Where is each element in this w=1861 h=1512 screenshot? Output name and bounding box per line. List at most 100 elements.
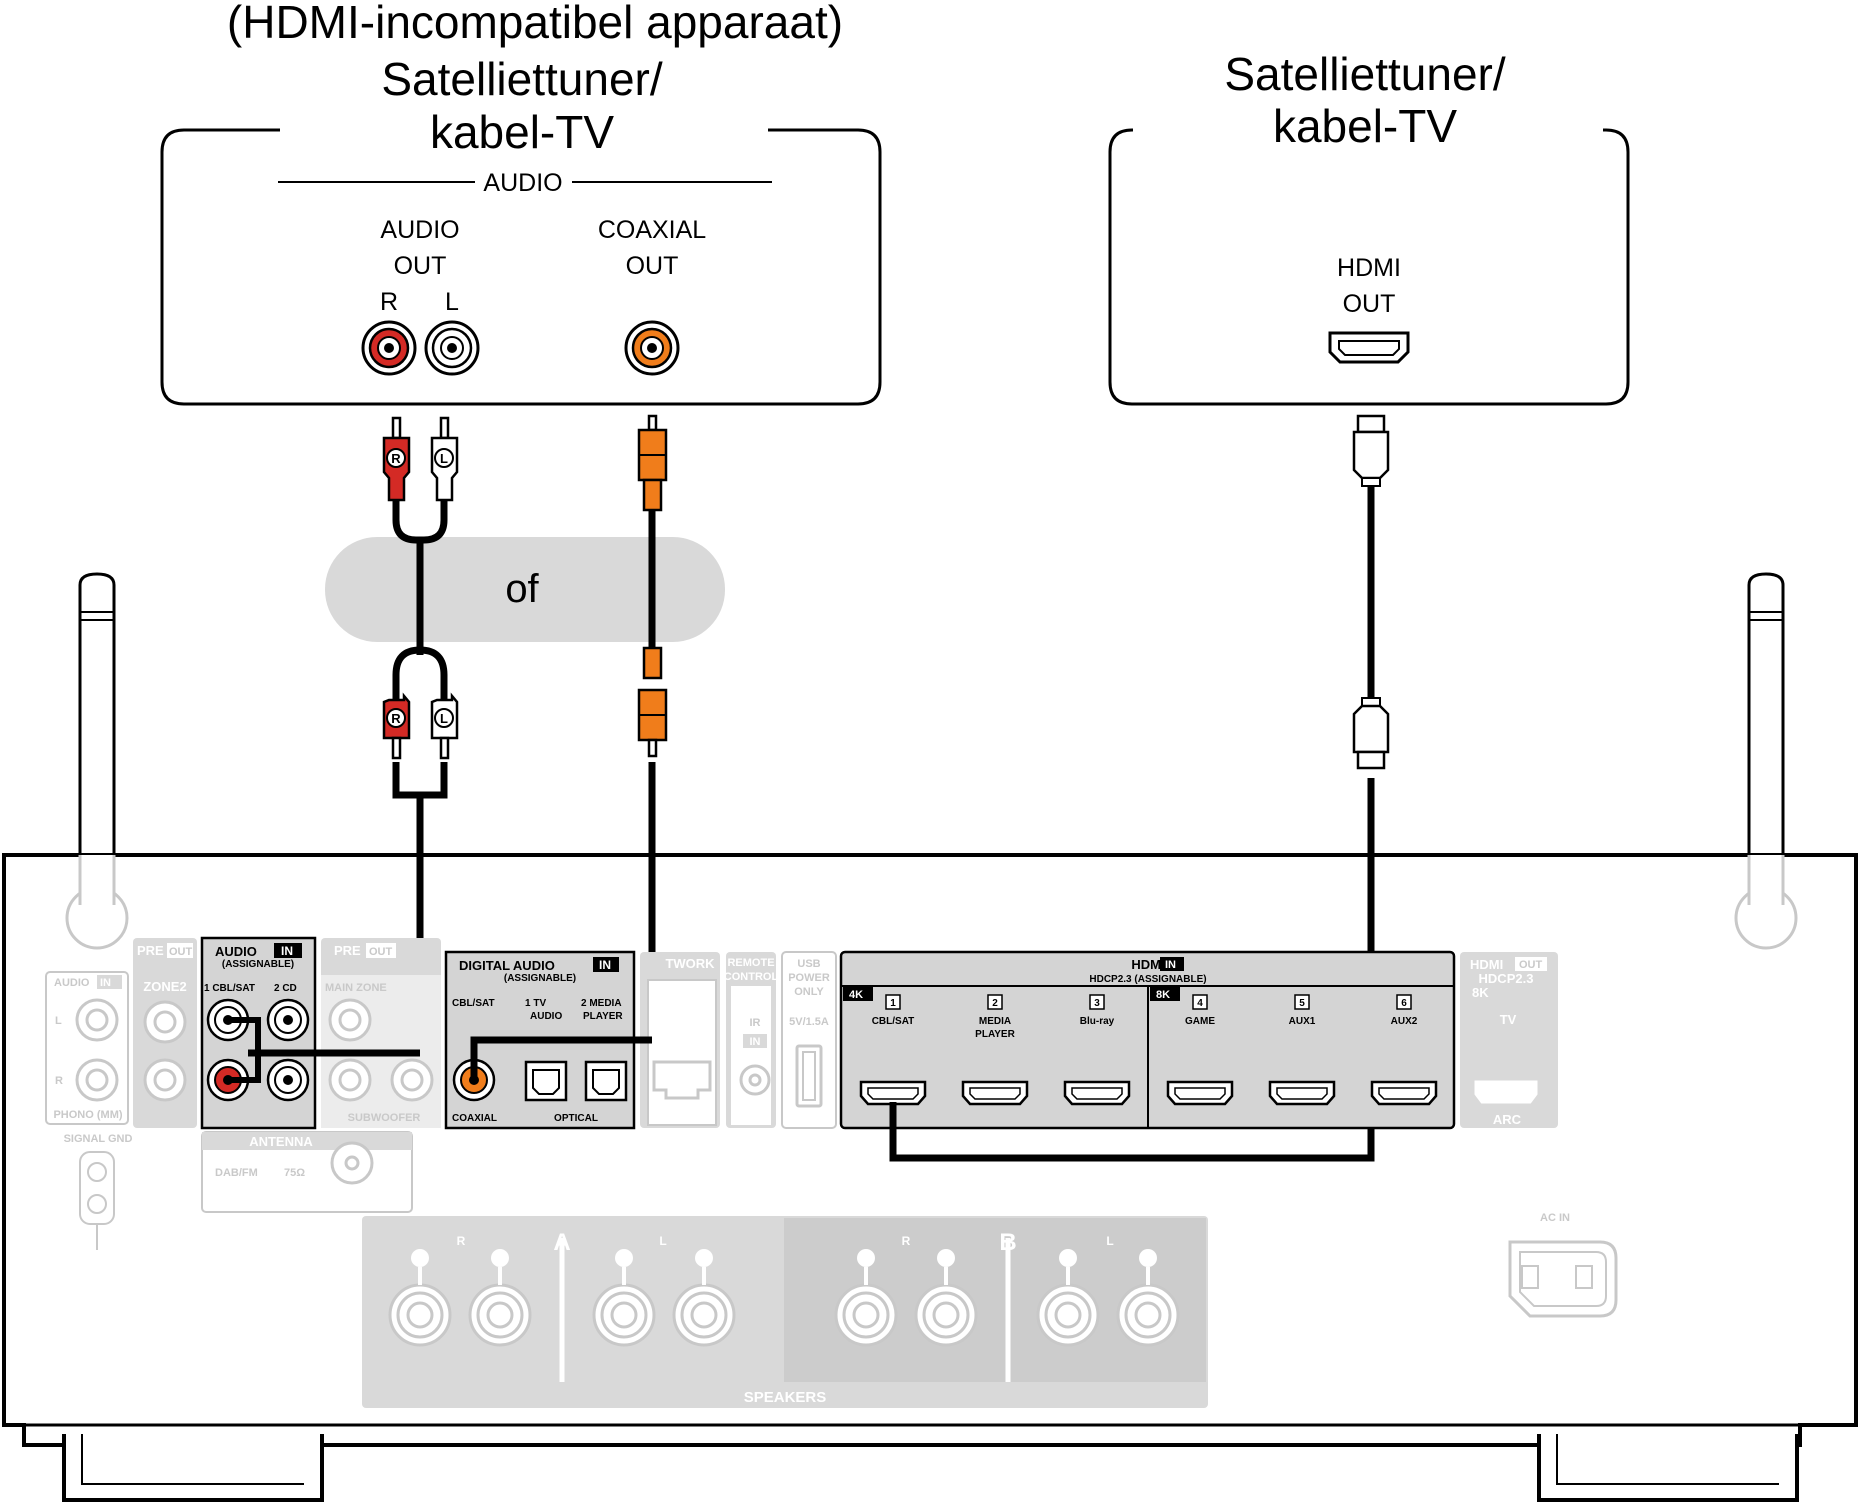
- coaxial-jack: [624, 320, 680, 376]
- speaker-post-5: [834, 1249, 898, 1347]
- plug-label-r-bottom: R: [391, 711, 401, 726]
- left-device-box: [160, 128, 882, 406]
- network-port: TWORK: [640, 952, 720, 1128]
- zone2-badge: OUT: [169, 946, 193, 958]
- hdmi-out-sub: HDCP2.3: [1479, 971, 1534, 986]
- rca-plug-r-top: R: [382, 416, 411, 502]
- digital-audio-sub: (ASSIGNABLE): [504, 973, 576, 984]
- foot-right: [1537, 1434, 1799, 1502]
- zone2-title: PRE: [137, 943, 164, 958]
- speaker-post-3: [592, 1249, 656, 1347]
- coax-cable-end: [470, 1036, 652, 1080]
- pre-out-zone2: PRE OUT ZONE2: [133, 938, 197, 1128]
- remote-line2: CONTROL: [724, 971, 779, 983]
- hdmi-in-num-4: 4: [1197, 998, 1203, 1009]
- audio-in-input-2: 2 CD: [274, 983, 297, 994]
- remote-ir: IR: [750, 1017, 761, 1029]
- speakers-l-b: L: [1106, 1234, 1113, 1248]
- main-pre-badge: OUT: [369, 946, 393, 958]
- phono-title: AUDIO: [54, 977, 90, 989]
- audio-out-label-2: OUT: [394, 252, 447, 280]
- audio-in-jack-2r: [266, 1058, 310, 1102]
- zone2-label: ZONE2: [143, 979, 186, 994]
- usb-rating: 5V/1.5A: [789, 1016, 829, 1028]
- phono-r: R: [55, 1075, 63, 1087]
- speaker-post-1: [388, 1249, 452, 1347]
- signal-gnd-label: SIGNAL GND: [64, 1133, 133, 1145]
- foot-left: [62, 1434, 324, 1502]
- speakers-r-b: R: [902, 1234, 911, 1248]
- hdmi-8k-tag: 8K: [1156, 989, 1170, 1001]
- coax-plug-bottom: [637, 646, 668, 758]
- optical-in-jack-2: [584, 1060, 628, 1102]
- hdmi-out-tag: 8K: [1472, 985, 1489, 1000]
- remote-control: REMOTE CONTROL IR IN: [724, 952, 779, 1128]
- hdmi-in-num-6: 6: [1401, 998, 1407, 1009]
- phono-badge: IN: [100, 977, 111, 989]
- right-device: Satelliettuner/ kabel-TV HDMI OUT: [1108, 48, 1630, 406]
- hdmi-4k-tag: 4K: [849, 989, 863, 1001]
- plug-label-l-bottom: L: [440, 711, 448, 726]
- digital-audio-input-cblsat: CBL/SAT: [452, 998, 495, 1009]
- hdmi-in-name-2: PLAYER: [975, 1029, 1015, 1040]
- remote-in: IN: [750, 1036, 761, 1048]
- phono-label: PHONO (MM): [53, 1109, 122, 1121]
- channel-l-label: L: [445, 288, 459, 316]
- antenna-label: DAB/FM: [215, 1167, 258, 1179]
- hdmi-plug-top: [1352, 414, 1390, 487]
- audio-in-jack-2l: [266, 998, 310, 1042]
- digital-audio-input-tv: 1 TV: [525, 998, 546, 1009]
- speakers-label: SPEAKERS: [744, 1389, 827, 1406]
- plug-label-r: R: [391, 451, 401, 466]
- hdmi-out-label-1: HDMI: [1337, 254, 1401, 282]
- hdmi-in-panel: HDMI IN HDCP2.3 (ASSIGNABLE) 4K 8K: [839, 950, 1456, 1130]
- left-device: (HDMI-incompatibel apparaat) Satelliettu…: [160, 0, 882, 406]
- speaker-post-2: [468, 1249, 532, 1347]
- speakers-zone-b: B: [999, 1229, 1016, 1256]
- hdmi-in-sub: HDCP2.3 (ASSIGNABLE): [1089, 974, 1206, 985]
- left-device-title-line1: Satelliettuner/: [381, 53, 662, 105]
- hdmi-in-num-3: 3: [1094, 998, 1100, 1009]
- speaker-post-7: [1036, 1249, 1100, 1347]
- right-device-box: [1108, 128, 1630, 406]
- hdmi-in-num-5: 5: [1299, 998, 1305, 1009]
- audio-in-panel: AUDIO IN (ASSIGNABLE) 1 CBL/SAT 2 CD: [200, 936, 317, 1130]
- network-label: TWORK: [665, 956, 715, 971]
- hdmi-in-num-1: 1: [890, 998, 896, 1009]
- ac-in-label: AC IN: [1540, 1212, 1570, 1224]
- audio-in-badge: IN: [281, 944, 293, 958]
- speaker-posts: [388, 1249, 1180, 1347]
- antenna-title: ANTENNA: [249, 1134, 313, 1149]
- hdmi-out-badge: OUT: [1519, 959, 1543, 971]
- digital-audio-input-mp: 2 MEDIA: [581, 998, 622, 1009]
- plug-label-l: L: [440, 451, 448, 466]
- hdmi-out-title: HDMI: [1470, 957, 1503, 972]
- antenna-terminal: ANTENNA DAB/FM 75Ω: [201, 1131, 413, 1213]
- hdmi-out-panel: HDMI OUT HDCP2.3 8K TV ARC: [1460, 952, 1558, 1128]
- main-pre-title: PRE: [334, 943, 361, 958]
- main-pre-sub: SUBWOOFER: [348, 1112, 421, 1124]
- ac-in: AC IN: [1508, 1212, 1618, 1318]
- coaxial-out-label-2: OUT: [626, 252, 679, 280]
- optical-in-jack-1: [524, 1060, 568, 1102]
- hdmi-in-name-5: AUX1: [1289, 1016, 1316, 1027]
- receiver-chassis: [2, 853, 1858, 1447]
- hdmi-in-badge: IN: [1165, 959, 1176, 971]
- speaker-post-8: [1116, 1249, 1180, 1347]
- audio-in-title: AUDIO: [215, 944, 257, 959]
- antenna-ohm: 75Ω: [284, 1167, 305, 1179]
- remote-line1: REMOTE: [727, 957, 774, 969]
- digital-audio-input-mp-2: PLAYER: [583, 1011, 623, 1022]
- speakers-r-a: R: [457, 1234, 466, 1248]
- usb-line3: ONLY: [794, 986, 824, 998]
- left-device-title-line2: kabel-TV: [430, 106, 614, 158]
- rca-jack-r: [361, 320, 417, 376]
- hdmi-in-title: HDMI: [1131, 957, 1164, 972]
- hdmi-in-name-3: Blu-ray: [1080, 1016, 1115, 1027]
- pre-out-main: PRE OUT MAIN ZONE SUBWOOFER: [321, 938, 441, 1128]
